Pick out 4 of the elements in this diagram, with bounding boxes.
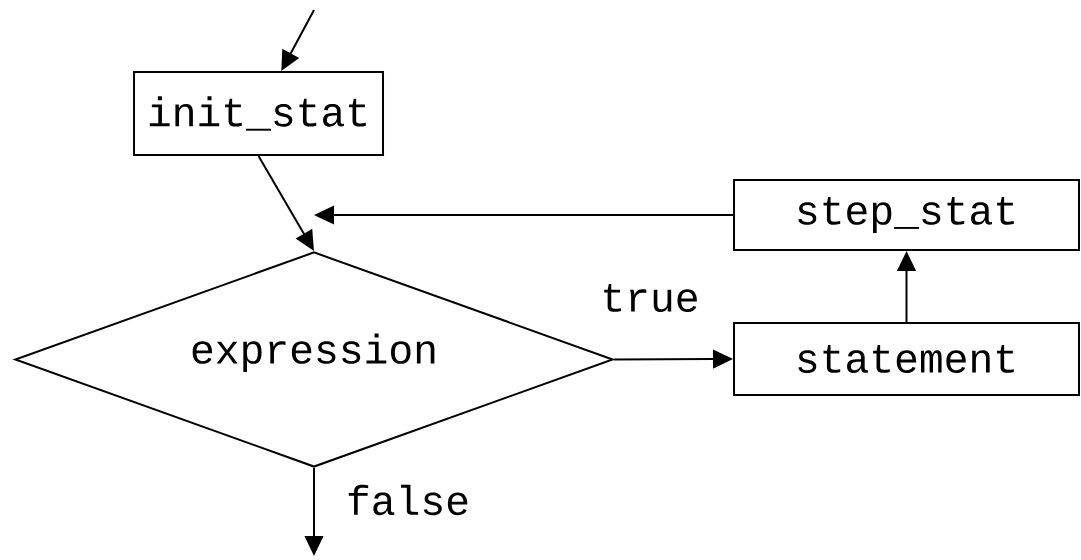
process-box: statement	[733, 322, 1080, 396]
edge-label: false	[344, 483, 472, 517]
process-box: step_stat	[733, 179, 1080, 251]
process-box: init_stat	[133, 71, 384, 156]
